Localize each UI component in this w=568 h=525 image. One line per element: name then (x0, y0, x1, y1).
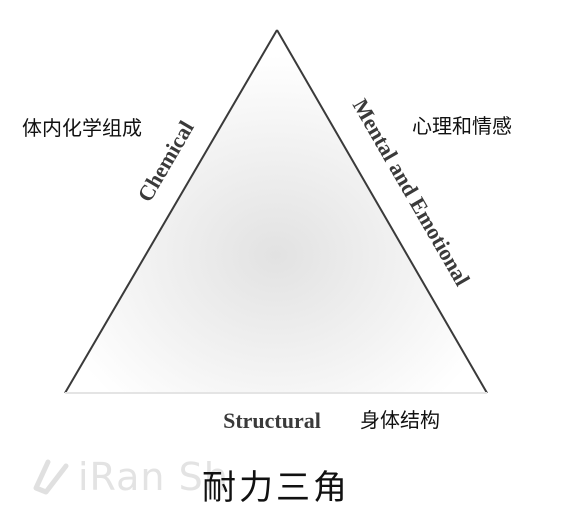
diagram-title: 耐力三角 (202, 468, 350, 508)
structural-label: Structural (223, 408, 321, 433)
left-edge (64, 29, 278, 394)
right-edge (276, 29, 488, 394)
chemical-annotation: 体内化学组成 (22, 116, 142, 140)
triangle-shape (65, 30, 487, 393)
structural-annotation: 身体结构 (360, 408, 440, 432)
mental-emotional-annotation: 心理和情感 (412, 114, 512, 138)
watermark: iRan Sh (32, 455, 229, 499)
watermark-text: iRan Sh (78, 455, 229, 499)
watermark-logo-icon (33, 459, 69, 495)
